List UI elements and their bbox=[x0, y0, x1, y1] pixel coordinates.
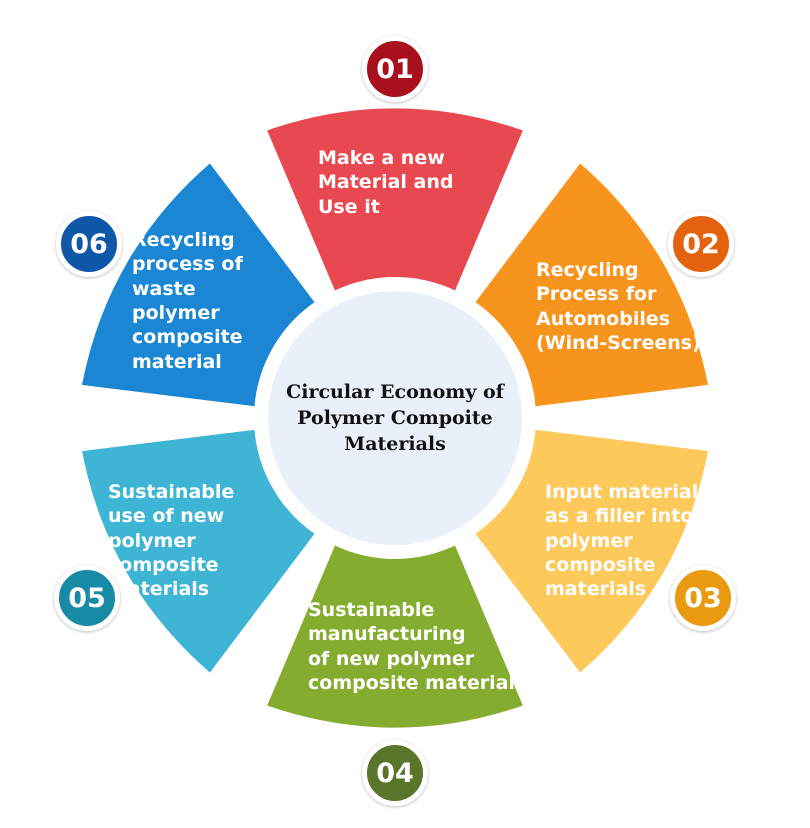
segment-06-line: Recycling bbox=[132, 229, 235, 251]
segment-05-line: Sustainable bbox=[108, 481, 235, 503]
segment-03-line: polymer bbox=[545, 529, 633, 552]
center-title-line: Circular Economy of bbox=[286, 380, 504, 403]
segment-02-line: Recycling bbox=[536, 259, 639, 281]
segment-01-line: Use it bbox=[318, 195, 380, 218]
segment-05-line: use of new bbox=[108, 505, 225, 528]
segment-02-line: Process for bbox=[536, 283, 657, 306]
center-circle bbox=[256, 279, 534, 557]
center-title-line: Polymer Compoite bbox=[297, 406, 493, 429]
segment-06-line: process of bbox=[132, 253, 243, 276]
segment-03-line: as a filler into bbox=[545, 505, 694, 528]
segment-04-line: Sustainable bbox=[308, 599, 435, 621]
segment-06-line: waste bbox=[132, 277, 196, 300]
segment-02-text: Recycling Process for Automobiles (Wind-… bbox=[536, 258, 701, 355]
badge-03: 03 bbox=[670, 565, 736, 631]
segment-05-line: materials bbox=[108, 578, 210, 601]
segment-03-line: Input material bbox=[545, 481, 699, 503]
segment-01-line: Material and bbox=[318, 171, 454, 194]
badge-05: 05 bbox=[54, 565, 120, 631]
segment-03-line: materials bbox=[545, 578, 647, 601]
segment-03-line: composite bbox=[545, 553, 656, 576]
segment-01-text: Make a new Material and Use it bbox=[318, 146, 453, 219]
segment-03-text: Input material as a filler into polymer … bbox=[545, 480, 698, 602]
segment-04-line: manufacturing bbox=[308, 623, 466, 646]
badge-01: 01 bbox=[362, 36, 428, 102]
badge-04: 04 bbox=[362, 740, 428, 806]
segment-02-line: Automobiles bbox=[536, 307, 671, 330]
segment-06-line: material bbox=[132, 350, 222, 373]
segment-04-line: composite materials bbox=[308, 671, 527, 694]
center-title: Circular Economy of Polymer Compoite Mat… bbox=[262, 326, 528, 510]
segment-01-line: Make a new bbox=[318, 147, 445, 169]
center-title-line: Materials bbox=[344, 433, 446, 456]
segment-06-text: Recycling process of waste polymer compo… bbox=[132, 228, 243, 374]
segment-05-line: polymer bbox=[108, 529, 196, 552]
segment-02-line: (Wind-Screens) bbox=[536, 331, 701, 354]
badge-02: 02 bbox=[668, 211, 734, 277]
segment-05-text: Sustainable use of new polymer composite… bbox=[108, 480, 234, 602]
segment-06-line: polymer bbox=[132, 301, 220, 324]
segment-05-line: composite bbox=[108, 553, 219, 576]
segment-04-line: of new polymer bbox=[308, 647, 475, 670]
segment-06-line: composite bbox=[132, 326, 243, 349]
segment-04-text: Sustainable manufacturing of new polymer… bbox=[308, 598, 526, 695]
badge-06: 06 bbox=[56, 211, 122, 277]
